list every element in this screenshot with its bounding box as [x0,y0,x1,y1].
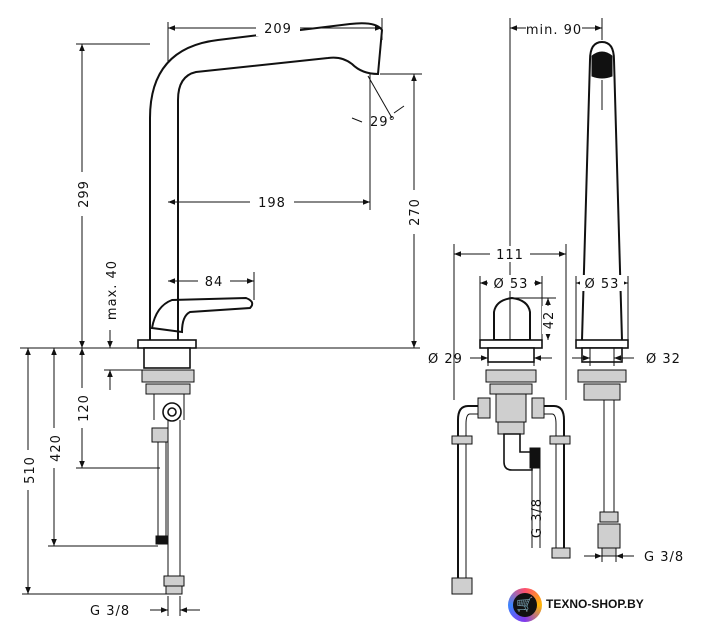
valve-nut-left [451,577,473,595]
logo-text: TEXNO-SHOP.BY [546,597,644,611]
spout-connector [597,523,621,549]
spout-front-view: Ø 53 Ø 32 G 3/8 [572,40,684,565]
thread-right: G 3/8 [644,550,684,565]
valve-view: min. 90 111 Ø 53 42 Ø 29 G 3/8 [428,18,603,595]
dim-120: 120 [77,394,92,422]
hose-nut [163,575,185,587]
spout-front-outline [581,40,623,341]
countertop-clamp [141,369,195,383]
hose-left [157,442,167,540]
dim-198: 198 [258,196,286,211]
dim-dia53-handle: Ø 53 [494,277,529,292]
valve-nut-right [551,547,571,559]
valve-rosette [479,339,543,349]
side-view: 209 198 84 29° 299 270 max. 40 [20,18,423,619]
dim-209: 209 [264,22,292,37]
dim-299: 299 [77,180,92,208]
dim-42: 42 [542,311,557,330]
dim-angle: 29° [370,115,396,130]
dim-max40: max. 40 [105,260,120,320]
spout-supply-pipe [603,400,615,512]
valve-hose-right [536,405,565,552]
thread-middle: G 3/8 [530,498,545,538]
base-body [143,347,191,369]
dim-420: 420 [49,434,64,462]
spout-base-plate [575,339,629,349]
cart-icon: 🛒 [513,593,537,617]
valve-body [495,393,527,423]
dim-111: 111 [496,248,524,263]
shop-logo: 🛒 TEXNO-SHOP.BY [508,588,658,624]
base-plate [137,339,197,349]
logo-badge: 🛒 [508,588,542,622]
dim-dia29: Ø 29 [428,352,463,367]
dim-84: 84 [205,275,224,290]
hose-fitting [151,427,169,443]
spout-clamp [577,369,627,383]
hose-right [167,420,181,578]
clamp-nut [145,383,191,395]
dim-270: 270 [408,198,423,226]
spout-outline [149,22,384,340]
dim-dia53-spout: Ø 53 [585,277,620,292]
valve-hose-left [457,405,486,580]
lever-handle [150,296,254,334]
valve-clamp [485,369,537,383]
valve-handle [493,296,531,341]
dim-dia32: Ø 32 [646,352,681,367]
thread-left: G 3/8 [90,604,130,619]
outlet-elbow [503,433,533,471]
dim-510: 510 [23,456,38,484]
dim-min90: min. 90 [526,23,582,38]
